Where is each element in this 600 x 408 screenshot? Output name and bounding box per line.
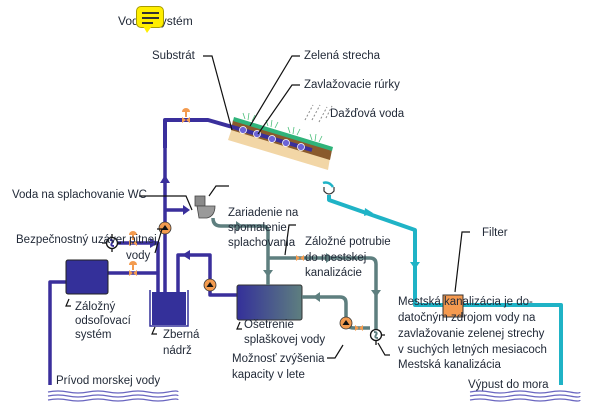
label-collection-tank-1: Zberná	[163, 329, 200, 341]
sea-inlet-waves-icon	[47, 390, 179, 402]
greywater-pipes	[211, 217, 378, 335]
label-city-sewer-info-3: zavlažovanie zelenej strechy	[398, 328, 545, 340]
label-substrate: Substrát	[152, 50, 195, 62]
label-capacity-1: Možnosť zvýšenia	[232, 353, 325, 365]
green-roof	[228, 104, 333, 170]
backflow-valve-icon	[102, 234, 121, 252]
label-desalination-3: systém	[75, 329, 112, 341]
irrigation-pipe	[163, 118, 313, 152]
label-seawater-inlet: Prívod morskej vody	[56, 375, 161, 387]
label-backup-pipe-3: kanalizácie	[305, 267, 362, 279]
rain-drops-icon	[304, 104, 333, 123]
label-filter: Filter	[482, 227, 508, 239]
label-desalination-1: Záložný	[75, 301, 116, 313]
irrigation-nozzles	[239, 126, 305, 151]
sea-outlet-waves-icon	[469, 390, 581, 402]
label-collection-tank-2: nádrž	[163, 345, 192, 357]
wastewater-treatment-unit	[236, 284, 303, 321]
toilet-icon	[194, 195, 216, 219]
valve-icons	[129, 108, 363, 331]
label-irrigation-pipes: Zavlažovacie rúrky	[304, 79, 400, 91]
collection-tank	[149, 290, 189, 327]
label-city-sewer-info-1: Mestská kanalizácia je do-	[398, 296, 533, 308]
label-treatment-1: Ošetrenie	[244, 319, 294, 331]
city-sewer-connection-icon	[369, 328, 385, 345]
gutter-icon	[322, 181, 335, 195]
label-capacity-2: kapacity v lete	[232, 369, 305, 381]
label-flush-retarder-2: spomalenie	[228, 222, 287, 234]
label-desalination-2: odsoľovací	[75, 315, 131, 327]
label-backup-pipe-2: do mestskej	[305, 252, 367, 264]
rainwater-pipe	[327, 195, 563, 385]
label-city-sewer-info-2: datočným zdrojom vody na	[398, 312, 536, 324]
label-rainwater: Dažďová voda	[330, 108, 405, 120]
rainwater-flow-arrows	[364, 208, 420, 269]
desalination-unit	[65, 259, 109, 295]
label-leader-lines	[65, 55, 470, 359]
label-safety-valve-1: Bezpečnostný uzáver pitnej	[16, 234, 157, 246]
label-safety-valve-2: vody	[126, 250, 151, 262]
label-treatment-2: splaškovej vody	[244, 334, 326, 346]
flow-arrows-grey	[236, 221, 381, 302]
label-flush-retarder-1: Zariadenie na	[228, 207, 299, 219]
flow-arrows-blue	[150, 175, 190, 260]
label-green-roof: Zelená strecha	[304, 50, 381, 62]
label-backup-pipe-1: Záložné potrubie	[305, 236, 391, 248]
comment-note-icon[interactable]	[136, 6, 164, 33]
filter-box	[442, 294, 464, 318]
label-city-sewer-info-4: v suchých letných mesiacoch	[398, 344, 547, 356]
label-wc-flush-water: Voda na splachovanie WC	[12, 189, 147, 201]
label-sea-outlet: Výpust do mora	[468, 379, 549, 391]
label-city-sewer: Mestská kanalizácia	[398, 359, 501, 371]
label-flush-retarder-3: splachovania	[228, 237, 296, 249]
